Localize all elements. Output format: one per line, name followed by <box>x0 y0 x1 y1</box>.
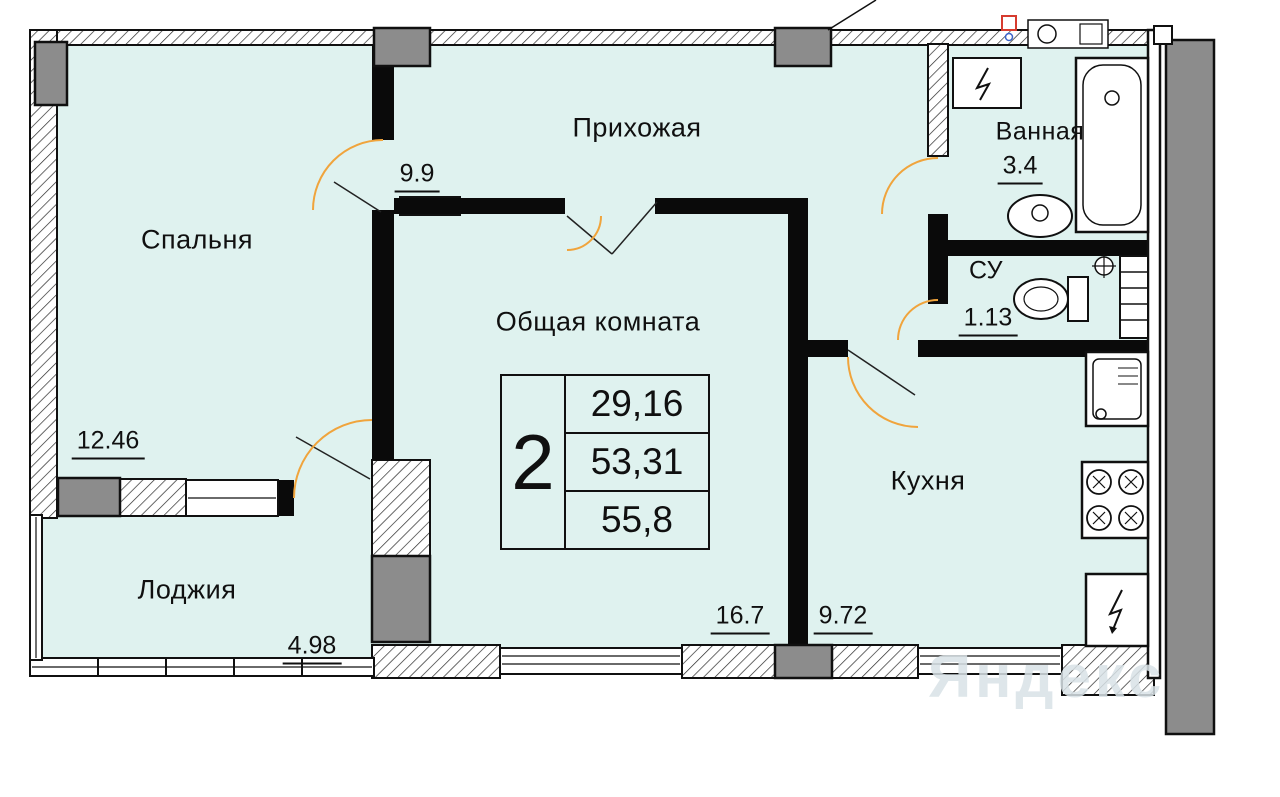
stove-icon <box>1080 460 1150 540</box>
room-label-hallway: Прихожая <box>572 112 702 143</box>
bathtub-icon <box>1074 56 1150 234</box>
pedestal-sink-icon <box>1007 194 1073 238</box>
washer-icon <box>952 57 1022 109</box>
appliance-icon <box>1079 23 1103 45</box>
apartment-info-table: 2 29,16 53,31 55,8 <box>500 374 710 550</box>
room-label-bedroom: Спальня <box>141 224 253 255</box>
rooms-count: 2 <box>502 376 566 548</box>
top-utility-icons <box>1001 15 1109 49</box>
room-label-kitchen: Кухня <box>890 465 966 496</box>
towel-rail-icon <box>1119 255 1149 339</box>
columns <box>33 26 834 680</box>
windows <box>29 479 1063 677</box>
kitchen-sink-icon <box>1084 350 1150 428</box>
room-label-loggia: Лоджия <box>137 574 237 605</box>
room-area-living: 16.7 <box>710 602 770 635</box>
watermark: Яндекс <box>928 643 1166 710</box>
area-no-loggia-value: 53,31 <box>566 432 708 492</box>
red-marker-icon <box>1001 15 1017 31</box>
room-label-bathroom: Ванная <box>995 117 1085 146</box>
room-area-bathroom: 3.4 <box>997 152 1043 185</box>
living-area-value: 29,16 <box>590 383 684 424</box>
sink-bowl-icon <box>1037 24 1057 44</box>
room-area-kitchen: 9.72 <box>813 602 873 635</box>
room-area-hallway: 9.9 <box>394 160 440 193</box>
blue-dot-icon <box>1004 32 1014 42</box>
leader-line <box>827 0 877 31</box>
vent-icon <box>1092 254 1116 278</box>
right-outer-wall <box>1146 28 1162 680</box>
room-label-wc: СУ <box>968 256 1004 285</box>
info-table-values: 29,16 53,31 55,8 <box>566 376 708 548</box>
toilet-icon <box>1013 276 1089 322</box>
total-area-value: 55,8 <box>600 499 673 540</box>
room-area-bedroom: 12.46 <box>71 427 145 460</box>
adjacent-building-band <box>1153 25 1216 736</box>
interior-walls <box>278 44 1148 645</box>
room-area-loggia: 4.98 <box>282 632 342 665</box>
refrigerator-icon <box>1084 572 1150 648</box>
room-label-living: Общая комната <box>495 306 701 337</box>
door-swings <box>293 139 939 499</box>
room-area-wc: 1.13 <box>958 304 1018 337</box>
